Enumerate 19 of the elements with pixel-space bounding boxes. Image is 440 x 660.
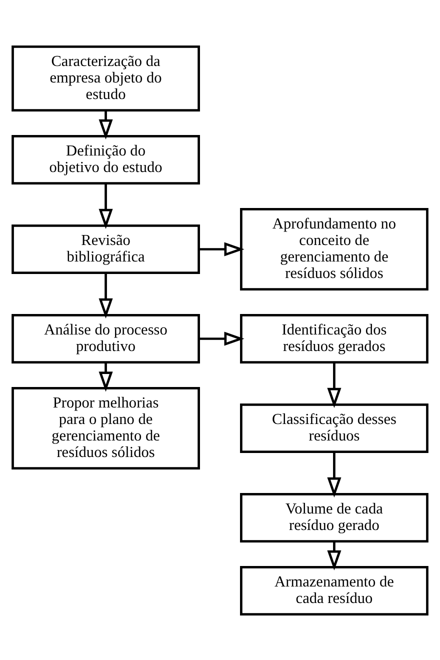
node-box: Caracterização da empresa objeto do estudo xyxy=(12,45,200,111)
arrow xyxy=(327,362,342,408)
node-box: Aprofundamento no conceito de gerenciamento de resíduos sólidos xyxy=(240,208,428,290)
node-box: Armazenamento de cada resíduo xyxy=(240,566,428,615)
node-box: Identificação dos resíduos gerados xyxy=(240,314,428,363)
arrow xyxy=(199,242,244,256)
arrow xyxy=(98,272,113,318)
node-box: Definição do objetivo do estudo xyxy=(12,134,200,184)
node-box: Propor melhorias para o plano de gerenciamento de resíduos sólidos xyxy=(12,386,200,469)
node-box: Classificação desses resíduos xyxy=(240,403,428,452)
arrow xyxy=(98,362,113,392)
node-box: Revisão bibliográfica xyxy=(12,224,200,274)
arrow xyxy=(98,182,113,228)
node-box: Volume de cada resíduo gerado xyxy=(240,492,428,542)
arrow xyxy=(327,541,342,570)
node-box: Análise do processo produtivo xyxy=(12,314,200,363)
arrow xyxy=(98,110,113,139)
arrow xyxy=(327,451,342,497)
arrow xyxy=(199,331,244,346)
